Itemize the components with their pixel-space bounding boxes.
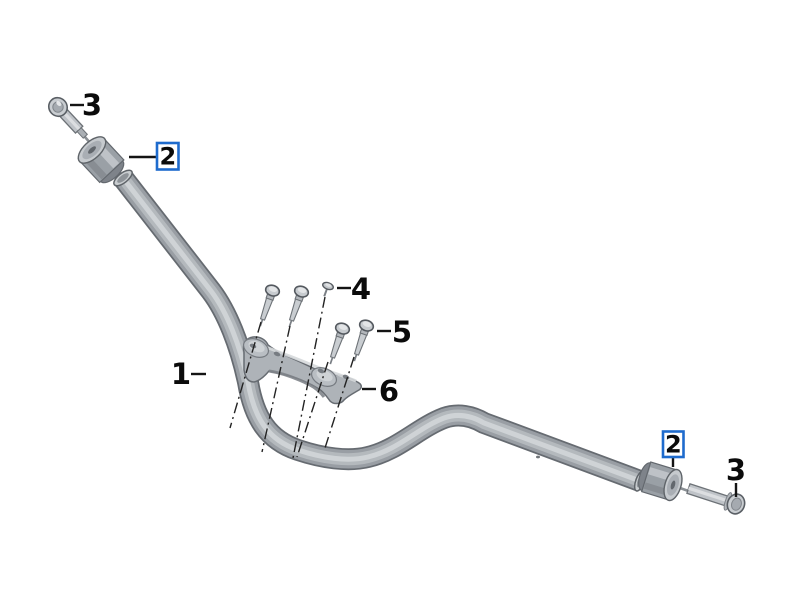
highlight-box: [155, 141, 180, 171]
weight-screw-left: [47, 96, 89, 139]
callout-2-left-highlighted[interactable]: 2: [155, 141, 180, 171]
cover-screw: [322, 281, 334, 297]
center-line: [292, 296, 326, 459]
handlebar-end-left: [113, 169, 133, 187]
clamp-bolt: [259, 284, 281, 327]
callout-4[interactable]: 4: [351, 272, 371, 306]
callout-1[interactable]: 1: [171, 357, 191, 391]
callout-3-right[interactable]: 3: [726, 453, 746, 487]
clamp-bolt: [329, 322, 351, 365]
handlebar-clamp: [242, 336, 362, 405]
callout-2-left-label: 2: [159, 143, 176, 171]
callout-3-left[interactable]: 3: [82, 88, 102, 122]
callout-2-right-label: 2: [665, 431, 682, 459]
bar-end-weight-right: [638, 461, 683, 502]
callout-6[interactable]: 6: [379, 374, 399, 408]
center-line: [229, 321, 262, 429]
handlebar-tube: [114, 171, 644, 492]
center-line: [324, 356, 355, 449]
bar-end-weight-left: [77, 136, 125, 184]
center-line: [296, 361, 329, 458]
clamp-bolt: [353, 319, 375, 362]
clamp-bolt: [288, 285, 310, 328]
weight-screw-right: [686, 482, 746, 515]
callout-5[interactable]: 5: [392, 315, 412, 349]
bar-surface-mark: [536, 455, 540, 459]
highlight-box: [661, 430, 685, 459]
center-line: [261, 325, 291, 453]
callout-2-right-highlighted[interactable]: 2: [661, 430, 685, 459]
